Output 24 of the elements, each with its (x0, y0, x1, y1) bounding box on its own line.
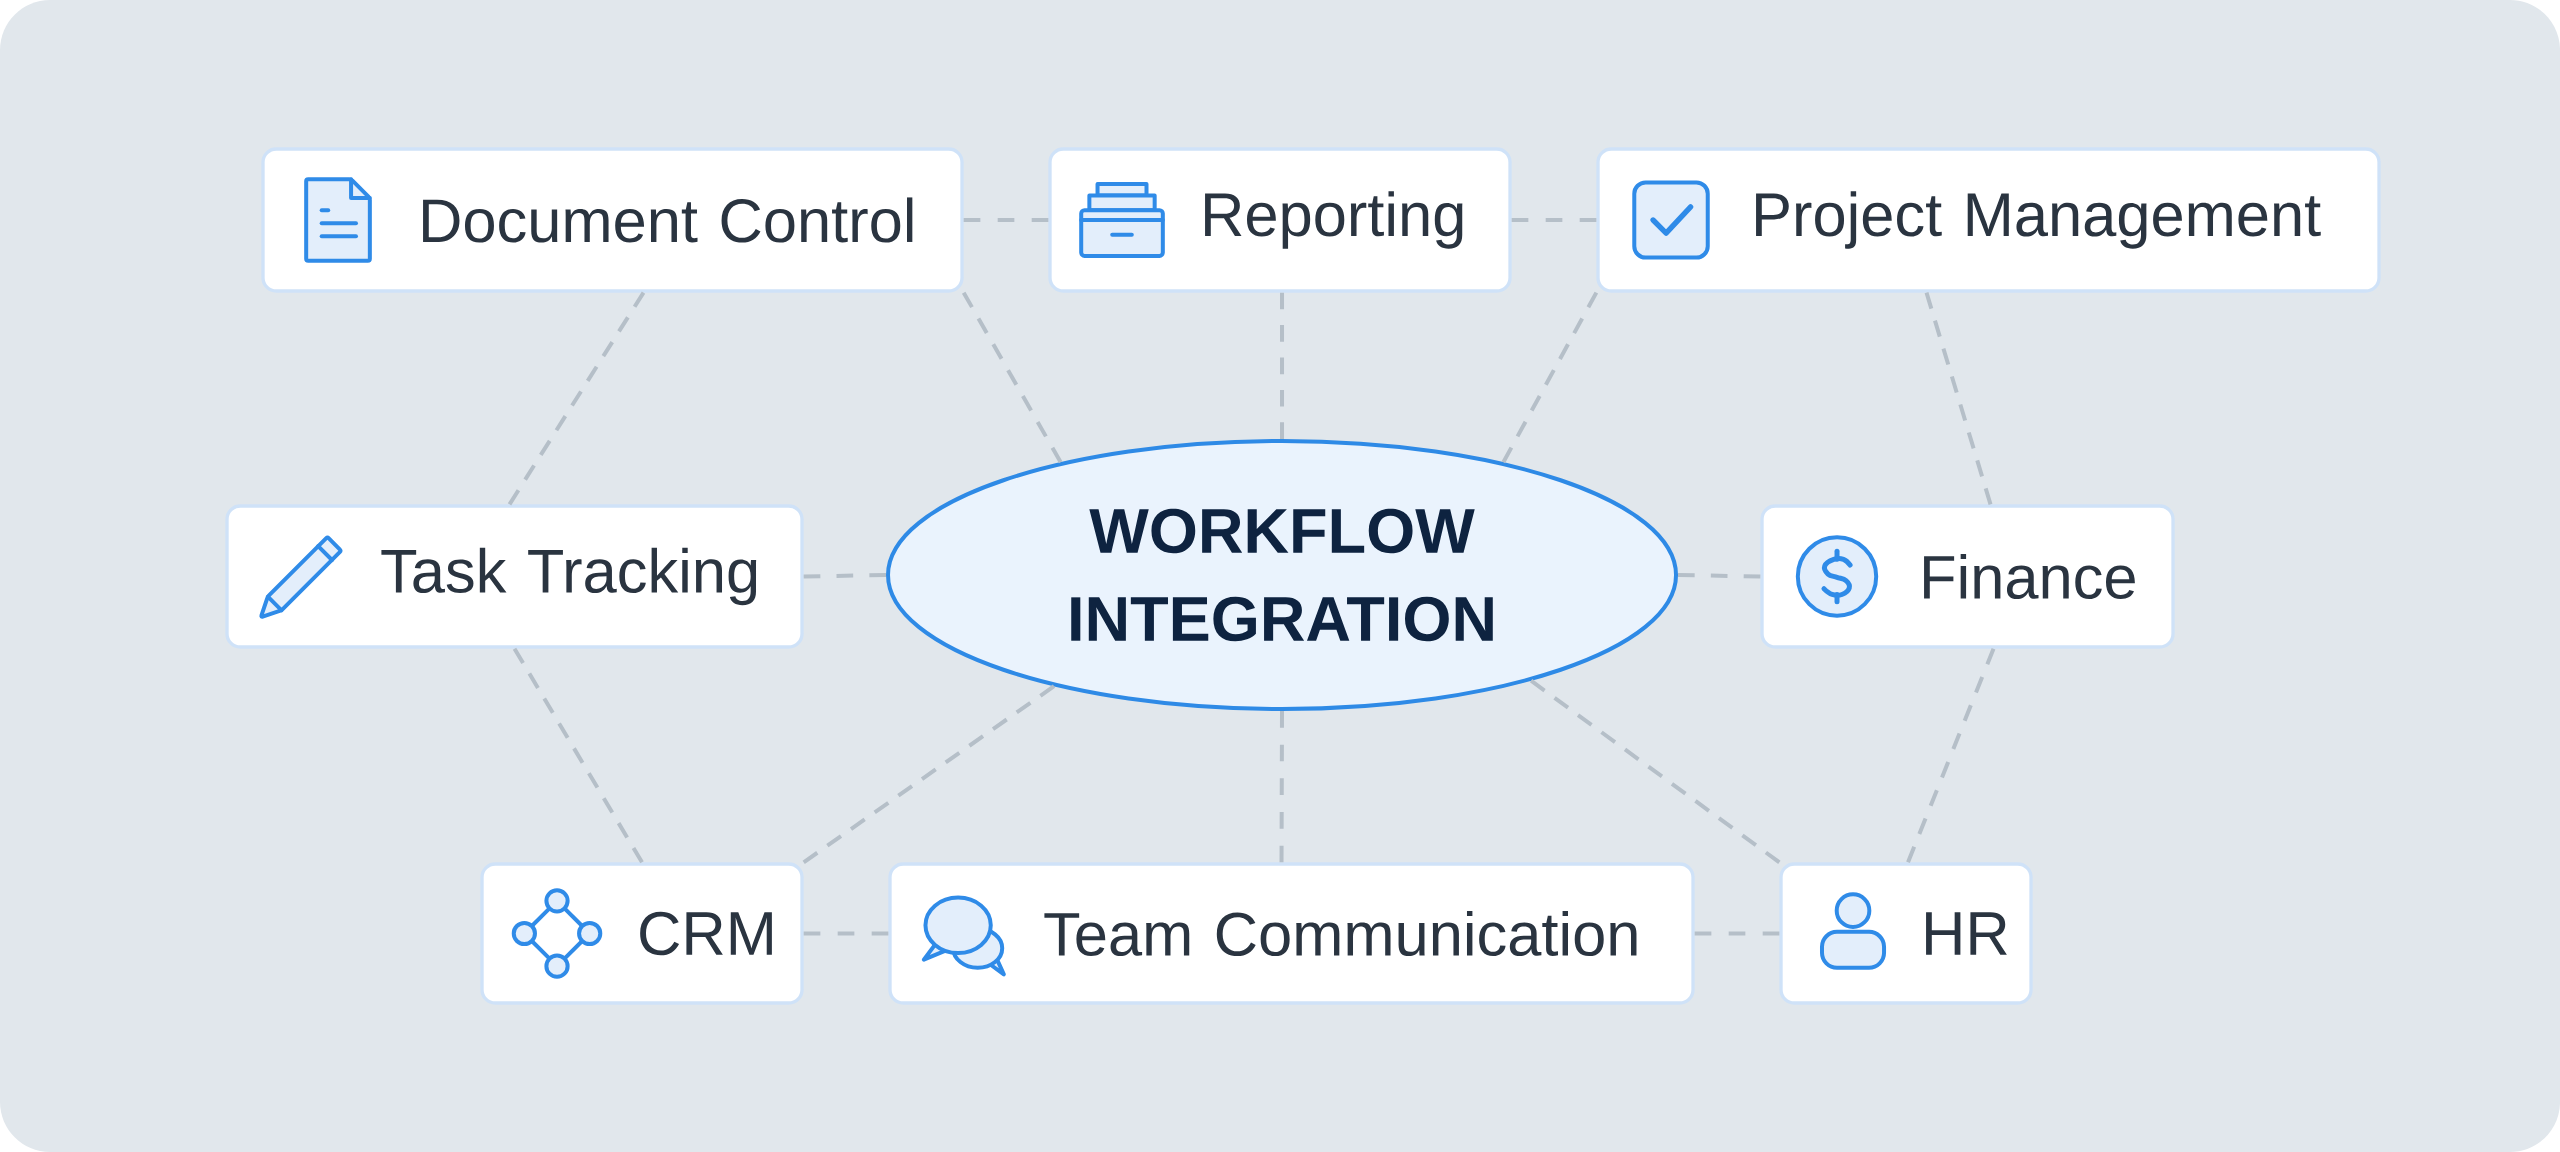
connector-line (1678, 573, 1761, 579)
connector-line (1280, 292, 1284, 439)
connector-line (1529, 679, 1781, 864)
process-box: Reporting (1048, 147, 1512, 293)
process-box: Task Tracking (225, 504, 804, 649)
process-box: Finance (1760, 504, 2175, 649)
connector-line (1694, 931, 1780, 936)
connector-line (1511, 218, 1597, 222)
connector-line (802, 684, 1056, 864)
connector-line (1906, 647, 1996, 864)
connector-line (1924, 292, 1993, 505)
connector-line (1501, 291, 1599, 464)
connector-line (507, 291, 646, 506)
connector-line (961, 291, 1063, 464)
connector-line (1279, 711, 1284, 863)
connector-line (512, 647, 644, 864)
process-box: CRM (480, 862, 804, 1005)
process-box: Team Communication (888, 862, 1695, 1005)
connector-line (803, 931, 889, 936)
process-box: HR (1779, 862, 2033, 1005)
connector-line (963, 218, 1049, 222)
connector-line (803, 573, 887, 579)
process-box: Document Control (261, 147, 964, 293)
process-box: Project Management (1596, 147, 2381, 293)
